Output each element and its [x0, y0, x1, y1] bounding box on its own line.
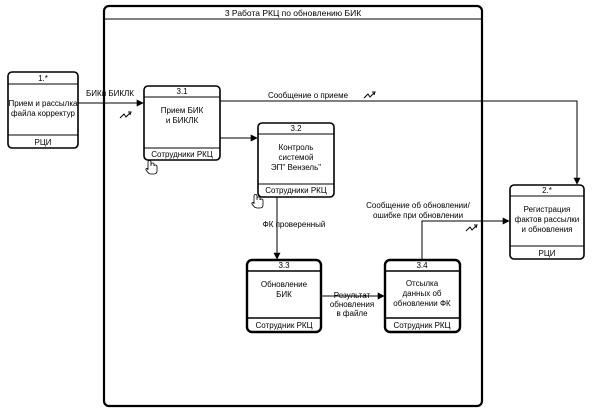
node-3-1-label-0: Прием БИК	[161, 106, 204, 115]
node-3-2-label-0: Контроль	[279, 143, 314, 152]
flow-bik-label: БИКи БИКЛК	[86, 89, 134, 98]
flow-fk: ФК проверенный	[263, 197, 326, 260]
node-3-3-role: Сотрудник РКЦ	[256, 321, 313, 330]
node-2-id: 2.*	[542, 186, 552, 195]
node-3-2-label-1: системой	[279, 153, 314, 162]
node-3-2-label-2: ЭП" Вензель"	[271, 163, 321, 172]
flow-result-label-1: обновления	[330, 300, 374, 309]
node-3-4-label-2: обновлении ФК	[393, 299, 451, 308]
hand-cursor-icon	[251, 194, 264, 209]
node-3-1-label-1: и БИКЛК	[166, 116, 199, 125]
node-3-4-role: Сотрудник РКЦ	[394, 321, 451, 330]
flow-fk-label: ФК проверенный	[263, 220, 326, 229]
node-3-2-id: 3.2	[290, 124, 302, 133]
node-1-label-0: Прием и рассылка	[9, 99, 79, 108]
node-2-label-1: фактов рассылки	[515, 215, 579, 224]
node-3-4[interactable]: 3.4 Отсылка данных об обновлении ФК Сотр…	[383, 258, 462, 334]
node-3-4-label-0: Отсылка	[406, 279, 439, 288]
node-2[interactable]: 2.* Регистрация фактов рассылки и обновл…	[509, 184, 585, 260]
node-3-1[interactable]: 3.1 Прием БИК и БИКЛК Сотрудники РКЦ	[143, 85, 221, 161]
flow-update-label-0: Сообщение об обновлении/	[366, 201, 470, 210]
node-1-label-1: файла корректур	[11, 109, 75, 118]
node-3-3-label-1: БИК	[276, 290, 292, 299]
process-frame: 3 Работа РКЦ по обновлению БИК	[102, 4, 484, 408]
signal-zigzag-icon	[465, 224, 478, 232]
node-3-3[interactable]: 3.3 Обновление БИК Сотрудник РКЦ	[245, 258, 323, 334]
frame-title: 3 Работа РКЦ по обновлению БИК	[225, 8, 361, 18]
node-3-1-id: 3.1	[176, 87, 188, 96]
node-1[interactable]: 1.* Прием и рассылка файла корректур РЦИ	[7, 71, 79, 149]
flow-bik: БИКи БИКЛК	[78, 89, 144, 107]
node-3-3-id: 3.3	[278, 261, 290, 270]
flow-result: Результат обновления в файле	[321, 291, 385, 318]
signal-zigzag-icon	[363, 91, 376, 99]
node-3-1-role: Сотрудники РКЦ	[151, 150, 213, 159]
hand-cursor-icon	[145, 160, 158, 175]
node-2-role: РЦИ	[538, 249, 555, 258]
node-3-4-label-1: данных об	[403, 289, 442, 298]
node-3-4-id: 3.4	[416, 261, 428, 270]
flow-message-label: Сообщение о приеме	[268, 91, 349, 100]
node-3-3-label-0: Обновление	[261, 280, 308, 289]
flow-message: Сообщение о приеме	[220, 91, 581, 185]
flow-result-label-2: в файле	[336, 309, 368, 318]
node-1-role: РЦИ	[34, 138, 51, 147]
signal-zigzag-icon	[119, 111, 132, 119]
node-2-label-2: и обновления	[522, 225, 573, 234]
node-2-label-0: Регистрация	[524, 205, 571, 214]
flow-update-label-1: ошибке при обновлении	[373, 211, 463, 220]
node-1-id: 1.*	[38, 74, 48, 83]
node-3-2-role: Сотрудники РКЦ	[265, 186, 327, 195]
flow-update-message: Сообщение об обновлении/ ошибке при обно…	[366, 201, 510, 260]
flow-result-label-0: Результат	[334, 291, 371, 300]
node-3-2[interactable]: 3.2 Контроль системой ЭП" Вензель" Сотру…	[257, 122, 335, 198]
